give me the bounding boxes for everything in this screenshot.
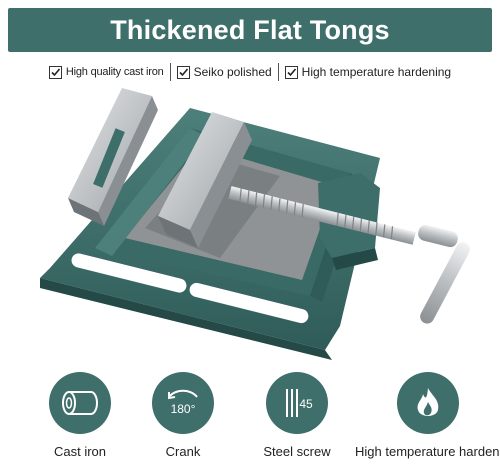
vise-product-image (40, 88, 470, 360)
icon-label: Cast iron (53, 444, 107, 459)
feature-icon-row: Cast iron 180° Crank 45 Steel screw (0, 372, 500, 471)
feature-item-hardening: High temperature hardening (279, 65, 457, 79)
feature-item-polished: Seiko polished (171, 65, 278, 79)
base-slot-left (71, 253, 187, 293)
steel-screw-icon: 45 (266, 372, 328, 434)
icon-label: Crank (165, 444, 201, 459)
screw-badge: 45 (299, 397, 313, 411)
checkbox-icon (284, 65, 298, 79)
feature-label: High temperature hardening (301, 65, 452, 79)
flame-icon (396, 372, 459, 434)
divider (169, 63, 171, 81)
title-banner: Thickened Flat Tongs (8, 8, 492, 52)
feature-label: Seiko polished (193, 65, 272, 79)
page-title: Thickened Flat Tongs (110, 14, 390, 45)
checkbox-icon (176, 65, 190, 79)
threaded-screw (228, 186, 416, 245)
feature-list: High quality cast iron Seiko polished Hi… (0, 60, 500, 84)
checkbox-icon (48, 65, 62, 79)
icon-item-cast-iron: Cast iron (15, 372, 145, 459)
icon-label: Steel screw (263, 444, 331, 459)
divider (277, 63, 279, 81)
icon-label: High temperature hardening (355, 444, 500, 459)
base-slot-right (189, 282, 309, 324)
feature-item-cast-iron: High quality cast iron (43, 65, 170, 79)
icon-item-hardening: High temperature hardening (355, 372, 500, 459)
crank-handle (418, 224, 470, 324)
cast-iron-icon (49, 372, 111, 434)
feature-label: High quality cast iron (65, 66, 164, 78)
movable-jaw (158, 112, 244, 230)
crank-badge: 180° (171, 402, 196, 416)
icon-item-crank: 180° Crank (118, 372, 248, 459)
crank-180-icon: 180° (152, 372, 214, 434)
icon-item-steel-screw: 45 Steel screw (232, 372, 362, 459)
